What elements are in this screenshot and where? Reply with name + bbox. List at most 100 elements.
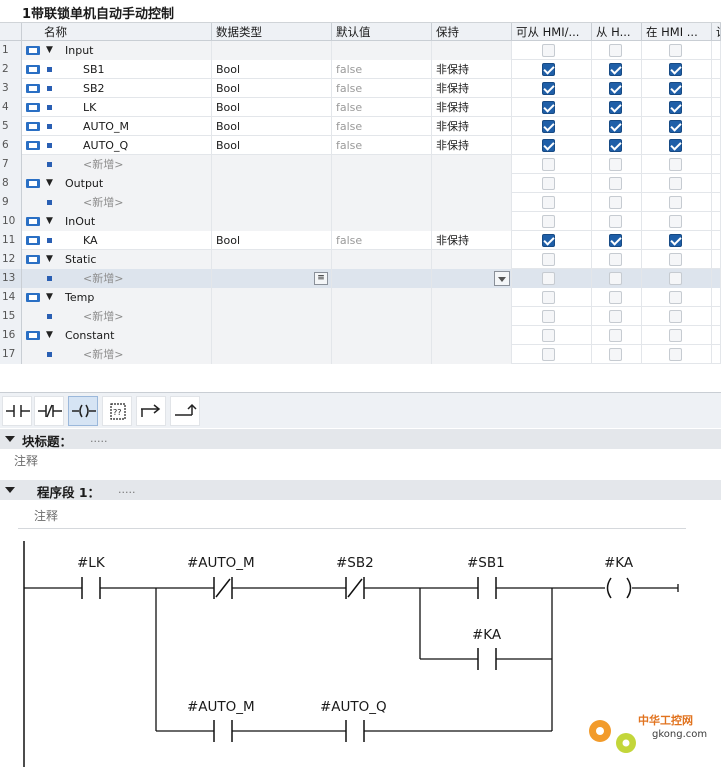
retain-cell[interactable]: [432, 174, 512, 193]
retain-cell[interactable]: [432, 345, 512, 364]
checkbox-checked[interactable]: [669, 63, 682, 76]
name-cell[interactable]: ▼Static: [22, 250, 212, 269]
contact-auto-m-nc[interactable]: #AUTO_M: [187, 555, 255, 599]
expand-triangle-icon[interactable]: ▼: [46, 45, 53, 55]
close-branch-button[interactable]: [170, 396, 200, 426]
operand-auto-m-no[interactable]: #AUTO_M: [187, 699, 255, 715]
checkbox-unchecked[interactable]: [542, 253, 555, 266]
checkbox-unchecked[interactable]: [542, 348, 555, 361]
checkbox-checked[interactable]: [669, 120, 682, 133]
datatype-cell[interactable]: [212, 193, 332, 212]
checkbox-checked[interactable]: [542, 82, 555, 95]
retain-cell[interactable]: [432, 212, 512, 231]
checkbox-unchecked[interactable]: [609, 196, 622, 209]
retain-cell[interactable]: [432, 288, 512, 307]
datatype-cell[interactable]: [212, 307, 332, 326]
operand-auto-m-nc[interactable]: #AUTO_M: [187, 555, 255, 571]
retain-cell[interactable]: [432, 326, 512, 345]
name-cell[interactable]: ▼Temp: [22, 288, 212, 307]
datatype-cell[interactable]: [212, 155, 332, 174]
contact-sb2-nc[interactable]: #SB2: [336, 555, 374, 599]
checkbox-unchecked[interactable]: [609, 329, 622, 342]
operand-sb2[interactable]: #SB2: [336, 555, 374, 571]
checkbox-unchecked[interactable]: [669, 196, 682, 209]
datatype-cell[interactable]: [212, 174, 332, 193]
header-hmi-access[interactable]: 可从 HMI/...: [512, 23, 592, 41]
datatype-cell[interactable]: Bool: [212, 60, 332, 79]
datatype-cell[interactable]: Bool: [212, 79, 332, 98]
checkbox-unchecked[interactable]: [669, 310, 682, 323]
default-cell[interactable]: [332, 193, 432, 212]
header-name[interactable]: 名称: [22, 23, 212, 41]
retain-cell[interactable]: 非保持: [432, 60, 512, 79]
checkbox-unchecked[interactable]: [542, 291, 555, 304]
expand-triangle-icon[interactable]: ▼: [46, 178, 53, 188]
header-datatype[interactable]: 数据类型: [212, 23, 332, 41]
checkbox-unchecked[interactable]: [542, 310, 555, 323]
checkbox-unchecked[interactable]: [609, 310, 622, 323]
datatype-cell[interactable]: Bool: [212, 98, 332, 117]
block-heading-dots[interactable]: .....: [90, 432, 108, 445]
checkbox-unchecked[interactable]: [542, 44, 555, 57]
expand-triangle-icon[interactable]: ▼: [46, 254, 53, 264]
block-title-bar[interactable]: 块标题： .....: [0, 429, 721, 449]
variable-name[interactable]: KA: [83, 234, 98, 247]
default-cell[interactable]: [332, 212, 432, 231]
retain-cell[interactable]: 非保持: [432, 136, 512, 155]
default-cell[interactable]: [332, 288, 432, 307]
datatype-cell[interactable]: [212, 345, 332, 364]
name-cell[interactable]: AUTO_Q: [22, 136, 212, 155]
checkbox-checked[interactable]: [609, 234, 622, 247]
checkbox-checked[interactable]: [542, 101, 555, 114]
checkbox-unchecked[interactable]: [609, 291, 622, 304]
checkbox-unchecked[interactable]: [609, 44, 622, 57]
variable-name[interactable]: <新增>: [83, 158, 124, 171]
checkbox-unchecked[interactable]: [669, 329, 682, 342]
default-cell[interactable]: false: [332, 231, 432, 250]
variable-name[interactable]: InOut: [65, 215, 96, 228]
checkbox-unchecked[interactable]: [542, 272, 555, 285]
variable-name[interactable]: Input: [65, 44, 94, 57]
default-cell[interactable]: [332, 250, 432, 269]
retain-cell[interactable]: [432, 193, 512, 212]
variable-name[interactable]: <新增>: [83, 348, 124, 361]
section-row[interactable]: 10▼InOut: [0, 212, 721, 231]
coil-button[interactable]: [68, 396, 98, 426]
checkbox-unchecked[interactable]: [609, 177, 622, 190]
variable-name[interactable]: <新增>: [83, 196, 124, 209]
operand-lk[interactable]: #LK: [77, 555, 106, 571]
collapse-icon[interactable]: [5, 436, 15, 442]
expand-triangle-icon[interactable]: ▼: [46, 216, 53, 226]
network-bar[interactable]: 程序段 1： .....: [0, 480, 721, 500]
checkbox-checked[interactable]: [609, 82, 622, 95]
checkbox-unchecked[interactable]: [669, 158, 682, 171]
variable-name[interactable]: LK: [83, 101, 97, 114]
retain-dropdown-icon[interactable]: [494, 271, 510, 286]
name-cell[interactable]: AUTO_M: [22, 117, 212, 136]
checkbox-unchecked[interactable]: [669, 215, 682, 228]
contact-auto-m-no[interactable]: #AUTO_M: [187, 699, 255, 742]
no-contact-button[interactable]: [2, 396, 32, 426]
add-row[interactable]: 15<新增>: [0, 307, 721, 326]
section-row[interactable]: 12▼Static: [0, 250, 721, 269]
checkbox-checked[interactable]: [609, 101, 622, 114]
add-row[interactable]: 7<新增>: [0, 155, 721, 174]
name-cell[interactable]: SB2: [22, 79, 212, 98]
default-cell[interactable]: [332, 307, 432, 326]
retain-cell[interactable]: [432, 41, 512, 60]
add-row[interactable]: 9<新增>: [0, 193, 721, 212]
name-cell[interactable]: <新增>: [22, 193, 212, 212]
datatype-cell[interactable]: [212, 288, 332, 307]
name-cell[interactable]: <新增>: [22, 307, 212, 326]
name-cell[interactable]: LK: [22, 98, 212, 117]
expand-triangle-icon[interactable]: ▼: [46, 330, 53, 340]
checkbox-checked[interactable]: [669, 139, 682, 152]
operand-sb1[interactable]: #SB1: [467, 555, 505, 571]
default-cell[interactable]: [332, 174, 432, 193]
checkbox-unchecked[interactable]: [542, 177, 555, 190]
